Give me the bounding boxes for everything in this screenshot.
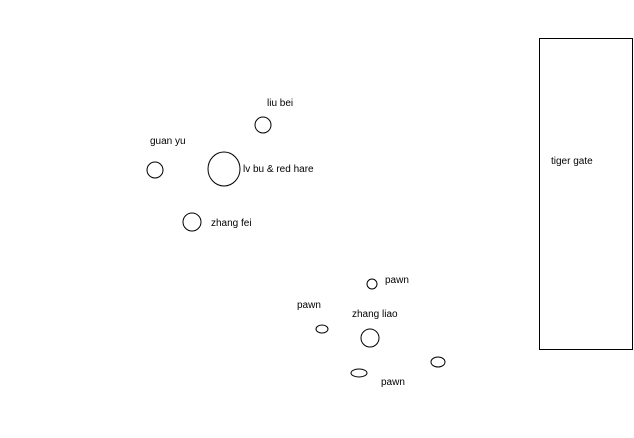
- pawn-left-node: [315, 324, 329, 334]
- pawn-bottom-node: [350, 368, 368, 378]
- pawn-left-label: pawn: [297, 300, 321, 311]
- pawn-right-node: [430, 356, 446, 368]
- pawn-top-label: pawn: [385, 275, 409, 286]
- liu-bei-node: [254, 116, 272, 134]
- zhang-liao-node: [360, 328, 380, 348]
- guan-yu-label: guan yu: [150, 136, 186, 147]
- tiger-gate-label: tiger gate: [551, 156, 593, 167]
- lv-bu-node: [207, 151, 241, 187]
- zhang-fei-node: [182, 212, 202, 232]
- pawn-top-node: [366, 278, 378, 290]
- pawn-bottom-label: pawn: [381, 377, 405, 388]
- tiger-gate-rect: [539, 38, 633, 350]
- lv-bu-label: lv bu & red hare: [243, 164, 314, 175]
- liu-bei-label: liu bei: [267, 98, 294, 109]
- zhang-liao-label: zhang liao: [352, 309, 398, 320]
- zhang-fei-label: zhang fei: [211, 218, 252, 229]
- guan-yu-node: [146, 161, 164, 179]
